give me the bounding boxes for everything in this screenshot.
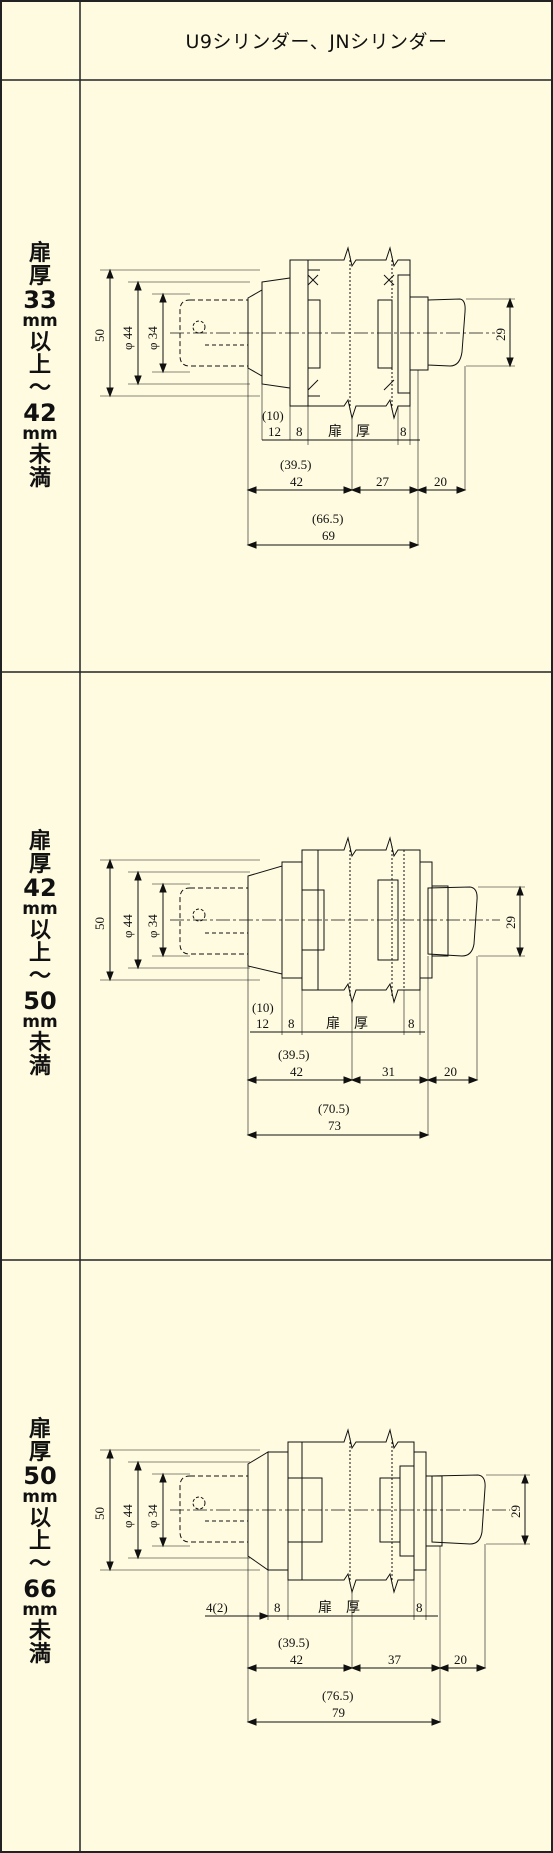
dim-b8: 8 [416, 1600, 423, 1615]
dim-small: 12 [256, 1016, 269, 1031]
dim-phi34: φ 34 [145, 326, 160, 350]
dim-29: 29 [493, 328, 508, 341]
dim-phi44: φ 44 [120, 1504, 135, 1528]
dim-mid: 42 [290, 1064, 303, 1079]
dim-body: 37 [388, 1652, 402, 1667]
dim-b8: 8 [408, 1016, 415, 1031]
dim-total: 79 [332, 1705, 345, 1720]
row-label-3: 扉 厚 50 mm 以 上 〜 66 mm 未 満 [22, 1417, 58, 1667]
dim-door: 扉 厚 [318, 1600, 360, 1616]
dim-a8: 8 [274, 1600, 281, 1615]
dim-total-paren: (66.5) [312, 511, 343, 526]
dim-a8: 8 [288, 1016, 295, 1031]
dim-door: 扉 厚 [326, 1016, 368, 1032]
row-label-1: 扉 厚 33 mm 以 上 〜 42 mm 未 満 [22, 241, 58, 491]
dim-a8: 8 [296, 424, 303, 439]
dim-b8: 8 [400, 424, 407, 439]
dim-phi34: φ 34 [145, 1504, 160, 1528]
dim-total-paren: (76.5) [322, 1688, 353, 1703]
dim-knob: 20 [454, 1652, 467, 1667]
column-header: U9シリンダー、JNシリンダー [185, 30, 448, 53]
dim-phi44: φ 44 [120, 326, 135, 350]
dim-small-paren: (10) [252, 1000, 274, 1015]
dim-total: 73 [328, 1118, 341, 1133]
dim-29: 29 [503, 916, 518, 929]
dim-knob: 20 [444, 1064, 457, 1079]
dim-phi44: φ 44 [120, 914, 135, 938]
dim-small: 12 [268, 424, 281, 439]
dim-50: 50 [92, 1507, 107, 1520]
dim-knob: 20 [434, 474, 447, 489]
dim-door: 扉 厚 [328, 424, 370, 440]
dim-mid: 42 [290, 1652, 303, 1667]
dim-phi34: φ 34 [145, 914, 160, 938]
dim-mid-paren: (39.5) [278, 1047, 309, 1062]
row-label-2: 扉 厚 42 mm 以 上 〜 50 mm 未 満 [22, 829, 58, 1079]
dim-mid-paren: (39.5) [278, 1635, 309, 1650]
dim-mid-paren: (39.5) [280, 457, 311, 472]
dim-total-paren: (70.5) [318, 1101, 349, 1116]
dim-50: 50 [92, 917, 107, 930]
dim-body: 27 [376, 474, 390, 489]
dim-total: 69 [322, 528, 335, 543]
dim-small: 4(2) [206, 1600, 228, 1615]
dim-29: 29 [508, 1505, 523, 1518]
dim-50: 50 [92, 329, 107, 342]
dim-small-paren: (10) [262, 408, 284, 423]
dim-mid: 42 [290, 474, 303, 489]
dim-body: 31 [382, 1064, 395, 1079]
